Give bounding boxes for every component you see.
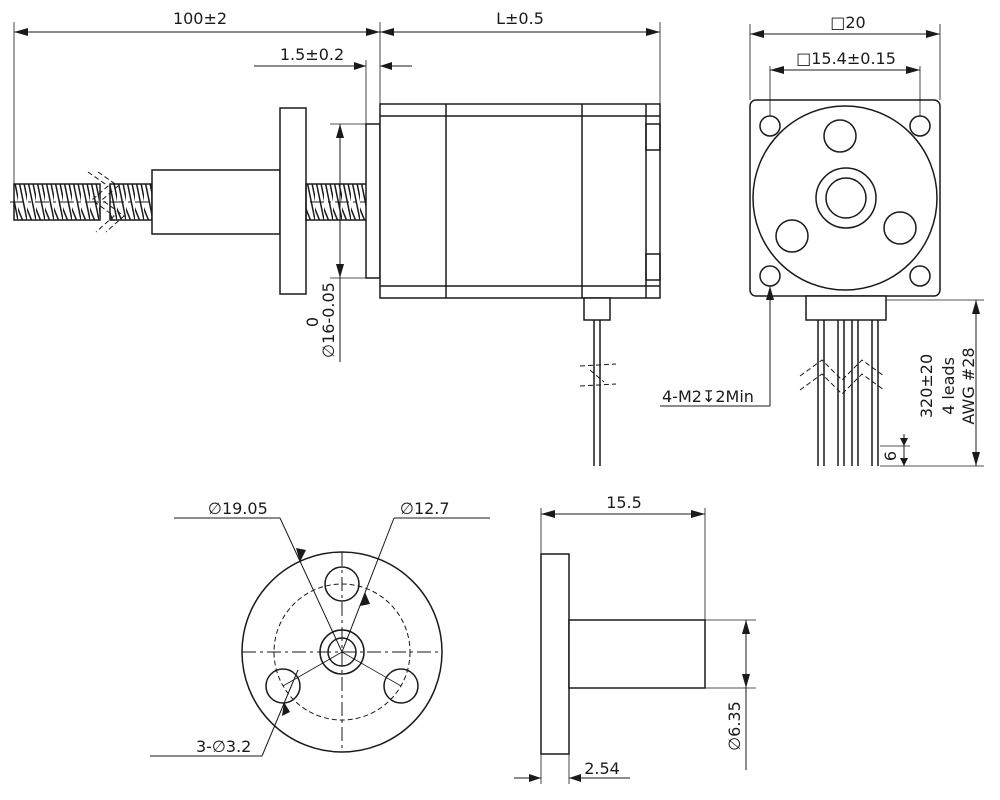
face-hole-right bbox=[883, 211, 917, 245]
nut-end-view: ∅19.05 ∅12.7 3-∅3.2 bbox=[150, 499, 490, 757]
dim-nut-bolt-circle: ∅12.7 bbox=[400, 499, 450, 518]
dim-lead-count: 4 leads bbox=[939, 357, 958, 415]
face-hole-top bbox=[823, 119, 857, 153]
cable-exit bbox=[583, 297, 611, 321]
nut-body-side bbox=[151, 169, 281, 235]
motor-body bbox=[379, 103, 661, 299]
dim-nut-holes: 3-∅3.2 bbox=[196, 737, 251, 756]
nut-body-profile bbox=[568, 619, 706, 689]
dim-hole-spacing: □15.4±0.15 bbox=[796, 49, 896, 68]
nut-hole-left bbox=[265, 668, 301, 704]
dim-nut-body-dia: ∅6.35 bbox=[725, 701, 744, 751]
side-view: 100±2 1.5±0.2 L±0.5 0 ∅16-0.05 bbox=[10, 9, 661, 466]
dim-lead-gauge: AWG #28 bbox=[959, 347, 978, 424]
motor-frame-square bbox=[749, 99, 941, 297]
nut-flange-side bbox=[279, 107, 307, 295]
dim-motor-length: L±0.5 bbox=[496, 9, 544, 28]
dim-nut-flange-thk: 2.54 bbox=[584, 759, 620, 778]
dim-pilot-tolerance: 0 bbox=[303, 317, 322, 327]
front-view: □20 □15.4±0.15 4-M2↧2Min 320±20 4 leads … bbox=[660, 13, 984, 467]
shaft-inner bbox=[825, 177, 867, 219]
motor-pilot bbox=[365, 123, 381, 279]
nut-hole-right bbox=[383, 668, 419, 704]
motor-face-circle bbox=[752, 105, 938, 291]
face-hole-left bbox=[775, 219, 809, 253]
dim-mount-holes: 4-M2↧2Min bbox=[662, 387, 754, 406]
dim-nut-length: 15.5 bbox=[606, 493, 642, 512]
dim-leadscrew-length: 100±2 bbox=[173, 9, 227, 28]
nut-flange-profile bbox=[540, 553, 570, 755]
cable-break bbox=[579, 363, 617, 387]
nut-hole-top bbox=[324, 566, 360, 602]
mount-hole-br bbox=[909, 265, 931, 287]
leadscrew-break bbox=[87, 171, 115, 233]
lead-connector bbox=[805, 295, 887, 321]
shaft-outer bbox=[815, 167, 877, 229]
dim-nut-flange-dia: ∅19.05 bbox=[208, 499, 268, 518]
leadscrew-right bbox=[305, 183, 369, 221]
dim-pilot-diameter: ∅16-0.05 bbox=[319, 282, 338, 358]
dim-frame-square: □20 bbox=[830, 13, 865, 32]
dim-flange-offset: 1.5±0.2 bbox=[280, 45, 344, 64]
leads-break bbox=[799, 359, 885, 395]
dim-lead-strip: 6 bbox=[881, 451, 900, 461]
nut-side-view: 15.5 ∅6.35 2.54 bbox=[514, 493, 756, 784]
dim-lead-length: 320±20 bbox=[917, 354, 936, 418]
